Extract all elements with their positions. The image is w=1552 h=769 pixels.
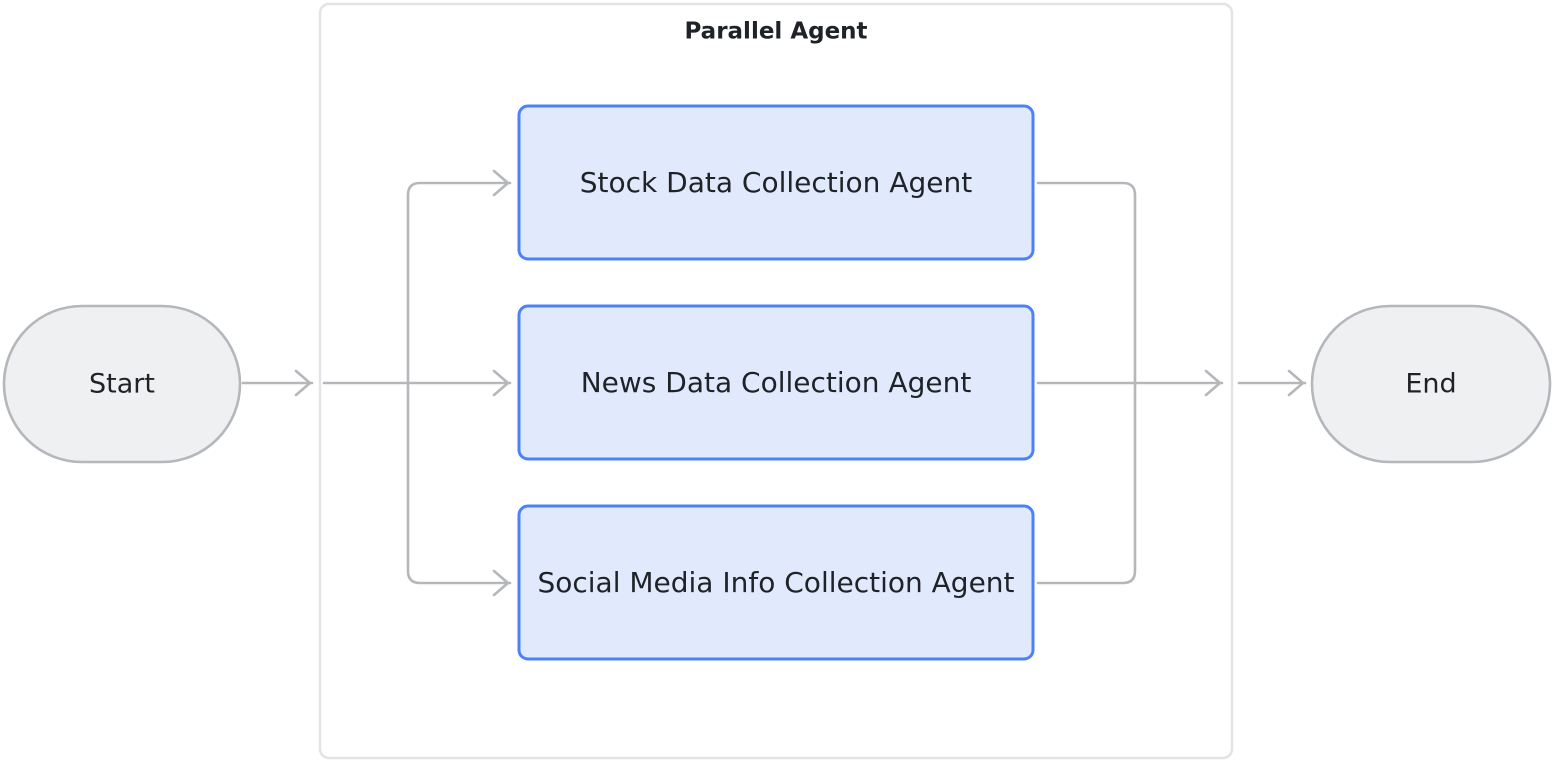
edge-start-to-group	[241, 369, 314, 397]
agent-box-shape	[517, 304, 1035, 461]
edge-social-agent-to-fanin	[1036, 381, 1137, 585]
arrowhead-icon	[294, 369, 312, 397]
edge-fanout-to-stock-agent	[406, 169, 512, 385]
edge-fanin-to-group-exit	[1133, 369, 1224, 397]
agent-box-label: Stock Data Collection Agent	[580, 166, 972, 199]
arrowhead-icon	[1287, 369, 1305, 397]
agent-box-news-data-collection-agent[interactable]: News Data Collection Agent	[517, 304, 1035, 461]
node-start[interactable]: Start	[2, 304, 242, 464]
edge-group-to-end	[1237, 369, 1307, 397]
arrowhead-icon	[492, 369, 510, 397]
edge-line	[406, 381, 512, 585]
agent-box-social-media-info-collection-agent[interactable]: Social Media Info Collection Agent	[517, 504, 1035, 661]
node-end-label: End	[1405, 369, 1456, 400]
node-start-label: Start	[89, 369, 155, 400]
parallel-agent-group-title: Parallel Agent	[684, 19, 867, 45]
node-end-shape	[1310, 304, 1552, 464]
agent-box-stock-data-collection-agent[interactable]: Stock Data Collection Agent	[517, 104, 1035, 261]
edge-fanout-to-social-agent	[406, 381, 512, 597]
node-end[interactable]: End	[1310, 304, 1552, 464]
edge-stock-agent-to-fanin	[1036, 181, 1137, 385]
node-start-shape	[2, 304, 242, 464]
edge-line	[1036, 181, 1137, 385]
arrowhead-icon	[492, 169, 510, 197]
edge-line	[1036, 381, 1137, 585]
edge-line	[406, 181, 512, 385]
agent-box-shape	[517, 104, 1035, 261]
agent-box-label: Social Media Info Collection Agent	[537, 566, 1014, 599]
agent-box-label: News Data Collection Agent	[581, 366, 972, 399]
arrowhead-icon	[1204, 369, 1222, 397]
agent-box-shape	[517, 504, 1035, 661]
edge-fanout-to-news-agent	[406, 369, 512, 397]
arrowhead-icon	[492, 569, 510, 597]
edges-layer	[241, 169, 1307, 597]
